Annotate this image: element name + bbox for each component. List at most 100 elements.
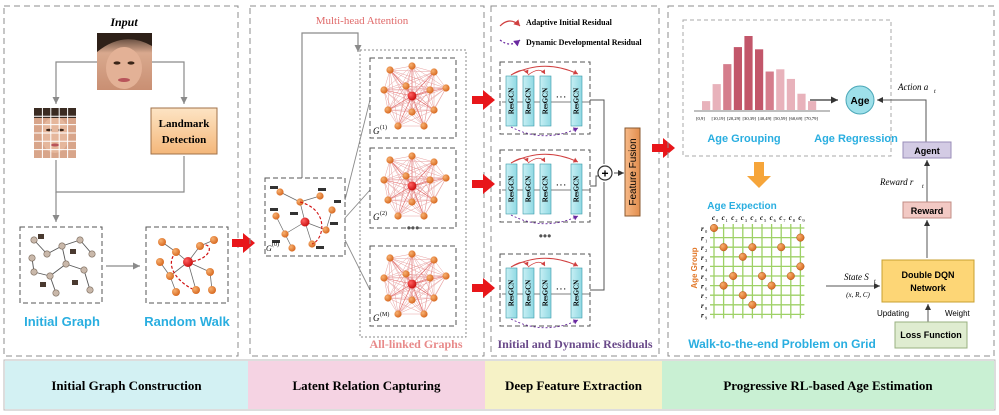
subgraph-node [386, 254, 394, 262]
subgraph-edge [383, 259, 435, 279]
subgraph-edge [387, 175, 407, 201]
grid-row-label: r [701, 225, 704, 233]
grid-row-label: r [701, 273, 704, 281]
histogram-tick: [60,69] [789, 116, 803, 122]
adaptive-residual-arrow [527, 261, 546, 268]
histogram-tick: [10,19] [712, 116, 726, 122]
subgraph-edge [411, 275, 447, 301]
subgraph-edge [387, 253, 413, 299]
gm-label: G [373, 313, 380, 323]
subgraph-edge [405, 71, 435, 87]
subgraph-edge [383, 253, 413, 279]
subgraph-edge [383, 87, 447, 91]
stage-label: Deep Feature Extraction [505, 378, 643, 393]
resgcn-block [539, 75, 552, 127]
grid-col-sub: 8 [793, 218, 796, 223]
histogram-bar [733, 47, 742, 110]
agent-label: Agent [914, 146, 940, 156]
all-linked-container [359, 49, 467, 338]
updating-label: Updating [877, 309, 909, 318]
subgraph-edge [411, 253, 435, 261]
subgraph-edge [383, 89, 425, 127]
stage-segment [662, 361, 994, 409]
subgraph-edge [397, 185, 413, 217]
histogram-bar [797, 93, 806, 110]
resgcn-dots: ··· [556, 283, 567, 295]
merge-lines [590, 99, 624, 291]
subgraph-edge [383, 277, 413, 301]
grid-row-sub: 5 [705, 277, 708, 282]
grid-node [748, 243, 757, 252]
subgraph-edge [411, 65, 435, 73]
subgraph-edge [397, 273, 407, 315]
subgraph-edge [405, 161, 435, 177]
grid-node [796, 233, 805, 242]
resgcn-block [570, 163, 583, 215]
big-red-arrow-1 [232, 233, 255, 253]
adaptive-residual-arrow [510, 153, 579, 164]
subgraph-node [384, 294, 392, 302]
grid-node [796, 262, 805, 271]
grid-node [777, 243, 786, 252]
subgraph-node [408, 108, 416, 116]
resgcn-block-label: ResGCN [525, 176, 533, 202]
subgraph-frame [369, 57, 457, 139]
weight-label: Weight [945, 309, 971, 318]
subgraph-node [420, 310, 428, 318]
panel1-border [3, 5, 239, 357]
adaptive-residual-arrow [510, 65, 579, 76]
subgraph-edge [383, 71, 435, 91]
age-grouping-label: Age Grouping [707, 133, 780, 145]
age-regression-label: Age Regression [814, 133, 898, 145]
grid-row-sub: 8 [705, 306, 708, 311]
random-walk-box [145, 226, 229, 304]
subgraph-group [369, 57, 457, 327]
resgcn-ellipsis: ••• [539, 229, 552, 243]
grid-row-label: r [701, 283, 704, 291]
initial-graph-box [19, 226, 103, 304]
subgraph-edge [383, 275, 447, 279]
subgraph-node [408, 152, 416, 160]
histogram-tick: [20,29] [727, 116, 741, 122]
subgraph-edge [387, 199, 413, 203]
subgraph-0 [369, 57, 457, 139]
legend-adaptive: Adaptive Initial Residual [526, 18, 613, 27]
histogram-bar [776, 69, 785, 110]
panel-all-linked: Multi-head Attention [249, 5, 485, 357]
residuals-caption: Initial and Dynamic Residuals [497, 337, 652, 351]
grid-row-sub: 7 [705, 296, 708, 301]
subgraph-center-node [407, 181, 417, 191]
subgraph-edge [387, 71, 435, 111]
resgcn-dots: ··· [556, 91, 567, 103]
subgraph-edge [383, 273, 407, 279]
subgraph-edge [383, 277, 425, 315]
subgraph-node [426, 86, 434, 94]
resgcn-frame [499, 61, 591, 135]
grid-node [748, 300, 757, 309]
grid-col-sub: 0 [716, 218, 719, 223]
grid-row-sub: 4 [705, 267, 708, 272]
age-group-axis-label: Age Group [690, 247, 699, 288]
orange-down-arrow [747, 162, 771, 188]
stage-segment [248, 361, 485, 409]
subgraph-edge [411, 259, 435, 285]
grid-col-label: c [712, 214, 715, 222]
subgraph-edge [389, 69, 413, 113]
subgraph-node [408, 296, 416, 304]
subgraph-edge [383, 155, 413, 181]
grid-node [738, 291, 747, 300]
all-linked-caption: All-linked Graphs [369, 337, 462, 351]
resgcn-block-label: ResGCN [508, 88, 516, 114]
grid-node [729, 272, 738, 281]
histogram-bar [786, 78, 795, 110]
subgraph-edge [397, 283, 413, 315]
subgraph-edge [383, 179, 425, 217]
random-walk-caption: Random Walk [144, 314, 230, 329]
subgraph-edge [397, 275, 447, 315]
subgraph-edge [405, 85, 431, 91]
subgraph-edge [389, 257, 447, 277]
subgraph-edge [389, 159, 413, 203]
subgraph-node [384, 196, 392, 204]
g0-sup: (0) [272, 241, 279, 248]
